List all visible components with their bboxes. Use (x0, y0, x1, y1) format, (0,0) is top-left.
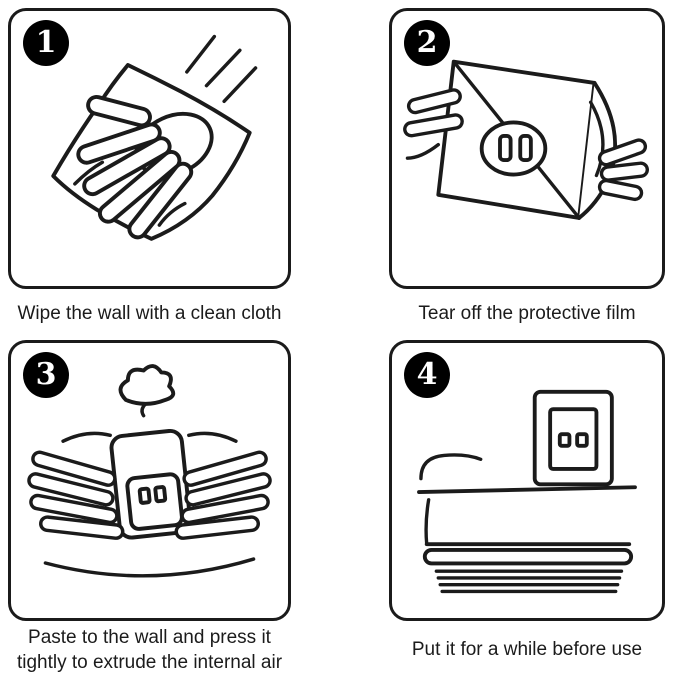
step-3-caption: Paste to the wall and press it tightly t… (16, 626, 283, 673)
step-1-number: 1 (35, 25, 57, 60)
step-4-number-badge: 4 (404, 352, 450, 398)
step-1-caption: Wipe the wall with a clean cloth (17, 302, 282, 324)
step-3-panel: 3 (8, 340, 291, 621)
shelf-icon (422, 498, 634, 594)
step-2-caption: Tear off the protective film (418, 302, 636, 324)
step-3: 3 (8, 340, 291, 681)
motion-lines-icon (185, 34, 258, 104)
step-1-number-badge: 1 (23, 20, 69, 66)
wall-pad-icon (109, 428, 193, 540)
step-3-number: 3 (35, 357, 57, 392)
left-press-hand-icon (27, 431, 125, 540)
wall-wait-illustration (417, 389, 637, 594)
step-2-number: 2 (416, 25, 438, 60)
step-4-panel: 4 (389, 340, 665, 621)
arm-curve (43, 557, 256, 578)
right-press-hand-icon (174, 431, 272, 540)
peel-film-illustration (403, 59, 649, 220)
wall-line (417, 453, 637, 494)
socket-pad-icon (532, 389, 614, 487)
step-3-number-badge: 3 (23, 352, 69, 398)
step-2-number-badge: 2 (404, 20, 450, 66)
press-pad-illustration (27, 364, 272, 578)
step-4: 4 (389, 340, 665, 681)
wipe-cloth-illustration (51, 34, 258, 241)
step-4-number: 4 (416, 357, 438, 392)
left-hand-icon (403, 88, 464, 160)
step-2: 2 (389, 8, 665, 340)
step-1: 1 (8, 8, 291, 340)
step-2-panel: 2 (389, 8, 665, 289)
step-1-panel: 1 (8, 8, 291, 289)
right-hand-icon (597, 138, 649, 202)
step-4-caption: Put it for a while before use (411, 639, 643, 661)
socket-icon (479, 120, 548, 177)
hand-icon (76, 94, 214, 240)
steam-icon (118, 364, 176, 418)
